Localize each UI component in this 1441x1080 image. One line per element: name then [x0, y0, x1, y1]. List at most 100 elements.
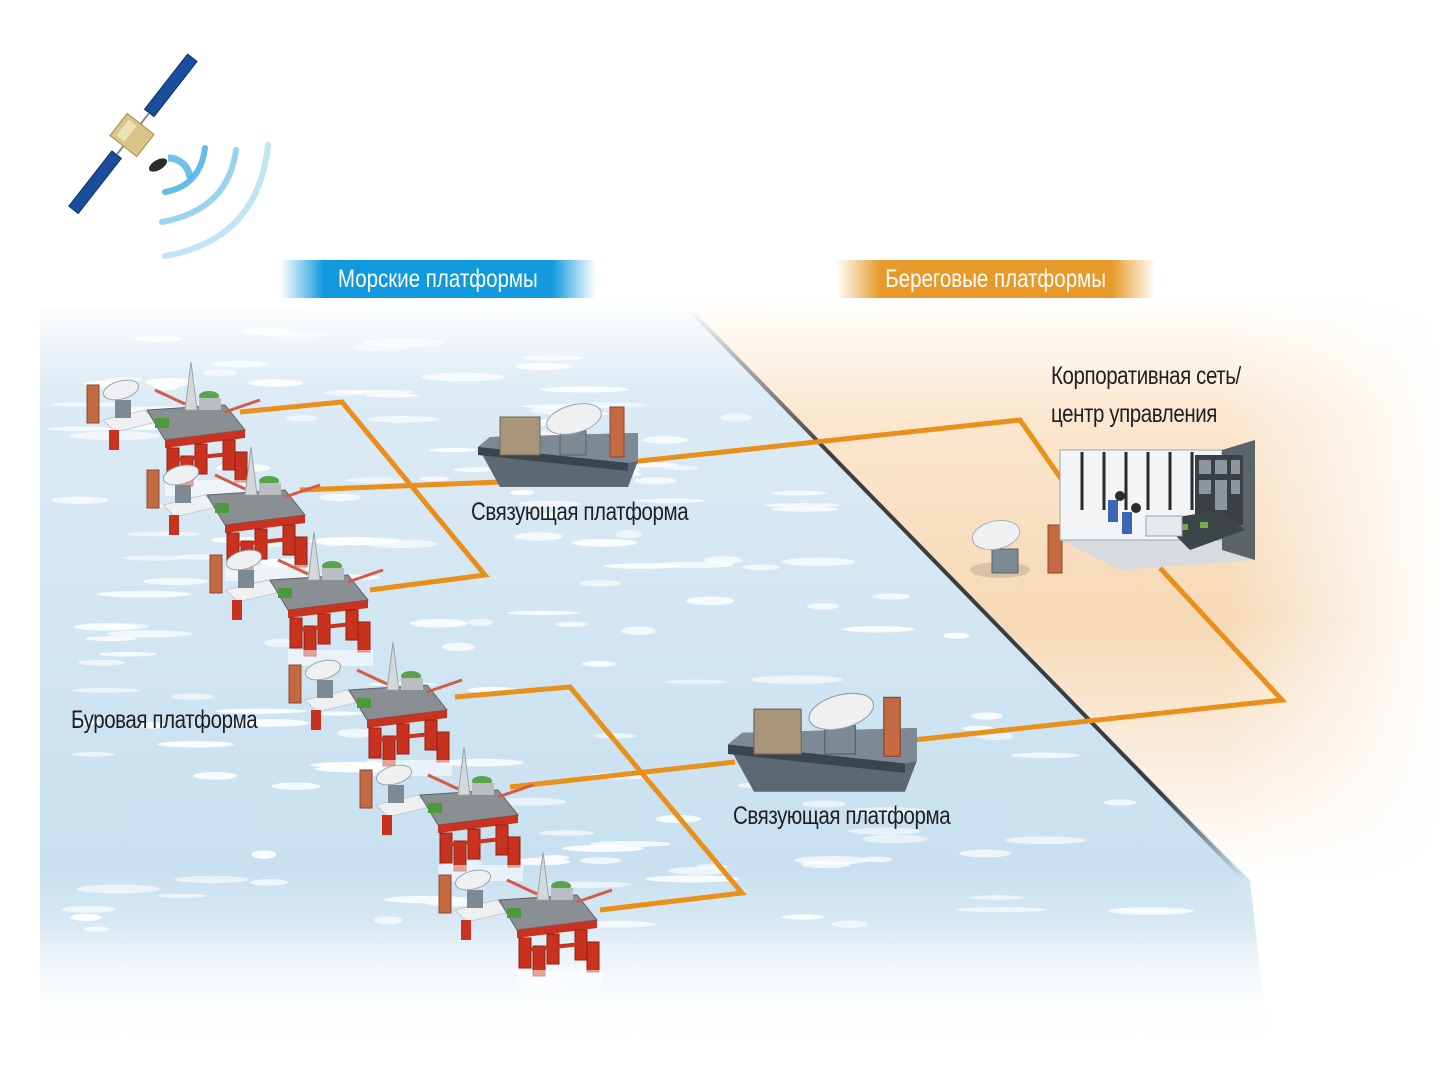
link-rigs-to-relay-2	[454, 684, 747, 913]
satellite-dish-icon	[225, 549, 263, 571]
rig-column	[357, 621, 371, 653]
wave	[806, 603, 840, 610]
deck-leg	[461, 920, 471, 940]
wave	[366, 416, 438, 423]
brick-wall	[883, 696, 901, 757]
deck-leg	[169, 515, 179, 535]
wave	[793, 856, 870, 865]
crane	[497, 783, 534, 799]
signal-wave-2	[159, 147, 239, 225]
wave	[581, 660, 616, 667]
derrick	[184, 361, 198, 411]
relay-platform-2-label: Связующая платформа	[733, 802, 951, 830]
link-rigs-to-relay-1	[239, 399, 490, 593]
crane	[284, 483, 321, 499]
satellite-dish-icon	[102, 379, 140, 401]
rig-brace	[524, 942, 582, 952]
wave	[513, 532, 563, 541]
rig-module-green	[278, 588, 292, 598]
rig-module-green	[507, 908, 521, 918]
antenna-base	[115, 400, 131, 418]
brick-wall	[288, 664, 302, 704]
wave	[337, 728, 375, 738]
rig-column	[507, 836, 521, 868]
shore-platforms-banner: Береговые платформы	[836, 260, 1156, 298]
sea-platforms-label: Морские платформы	[338, 264, 538, 293]
wave	[345, 477, 407, 484]
rig-module-green	[155, 418, 169, 428]
wave	[539, 855, 570, 860]
crane	[576, 888, 613, 904]
rig-module-green	[428, 803, 442, 813]
rig-deck-edge	[438, 815, 518, 833]
rig-module-green	[357, 698, 371, 708]
deck-leg	[382, 815, 392, 835]
rig-brace	[232, 537, 290, 547]
rig-module-green	[215, 503, 229, 513]
wave	[1108, 907, 1194, 915]
deck-leg	[109, 430, 119, 450]
rig-deck-edge	[165, 430, 245, 448]
rig-deck-edge	[517, 920, 597, 938]
derrick	[457, 746, 471, 796]
wave	[192, 771, 237, 780]
wave	[248, 379, 304, 387]
wave	[441, 642, 476, 652]
crane	[347, 568, 384, 584]
wave	[579, 856, 622, 864]
antenna-base	[991, 548, 1019, 574]
rig-module	[259, 483, 281, 495]
wave	[781, 914, 825, 920]
antenna-base	[559, 430, 587, 456]
rig-module	[472, 783, 494, 795]
wave	[662, 465, 700, 470]
crane	[356, 668, 388, 686]
satellite-dish-icon	[304, 659, 342, 681]
wave	[686, 596, 735, 606]
antenna-base	[175, 485, 191, 503]
wave	[863, 856, 892, 863]
satellite-dish-icon	[808, 692, 875, 731]
rig-module	[199, 398, 221, 410]
wave	[594, 733, 636, 739]
wave	[781, 557, 856, 566]
rig-column	[518, 937, 532, 969]
wave	[335, 389, 414, 395]
wave	[539, 386, 630, 393]
wave	[251, 850, 277, 859]
relay-platform-1	[478, 403, 638, 487]
wave	[419, 476, 450, 482]
crane	[214, 473, 246, 491]
wave	[523, 355, 583, 361]
wave	[666, 679, 726, 685]
rig-column	[586, 941, 600, 973]
wave	[633, 477, 677, 485]
crane	[224, 398, 261, 414]
rig-column	[436, 731, 450, 763]
crane	[154, 388, 186, 406]
rig-brace	[445, 837, 503, 847]
wave	[642, 436, 688, 444]
wave	[452, 467, 501, 472]
wave	[704, 556, 742, 565]
reflection	[288, 650, 373, 666]
brick-wall	[146, 469, 160, 509]
wave	[365, 393, 420, 398]
brick-wall	[438, 874, 452, 914]
rig-brace	[295, 622, 353, 632]
antenna-base	[467, 890, 483, 908]
wave	[492, 797, 567, 806]
wave	[366, 539, 438, 549]
antenna-base	[317, 680, 333, 698]
wave	[634, 498, 706, 503]
brick-wall	[209, 554, 223, 594]
wave	[353, 343, 410, 351]
deck-leg	[232, 600, 242, 620]
rig-deck-edge	[225, 515, 305, 533]
relay-platform-2	[728, 692, 917, 792]
wave	[571, 538, 637, 547]
satellite-dish-icon	[546, 403, 602, 435]
wave	[209, 360, 270, 368]
link-rig-5-to-relay-2	[509, 759, 736, 790]
